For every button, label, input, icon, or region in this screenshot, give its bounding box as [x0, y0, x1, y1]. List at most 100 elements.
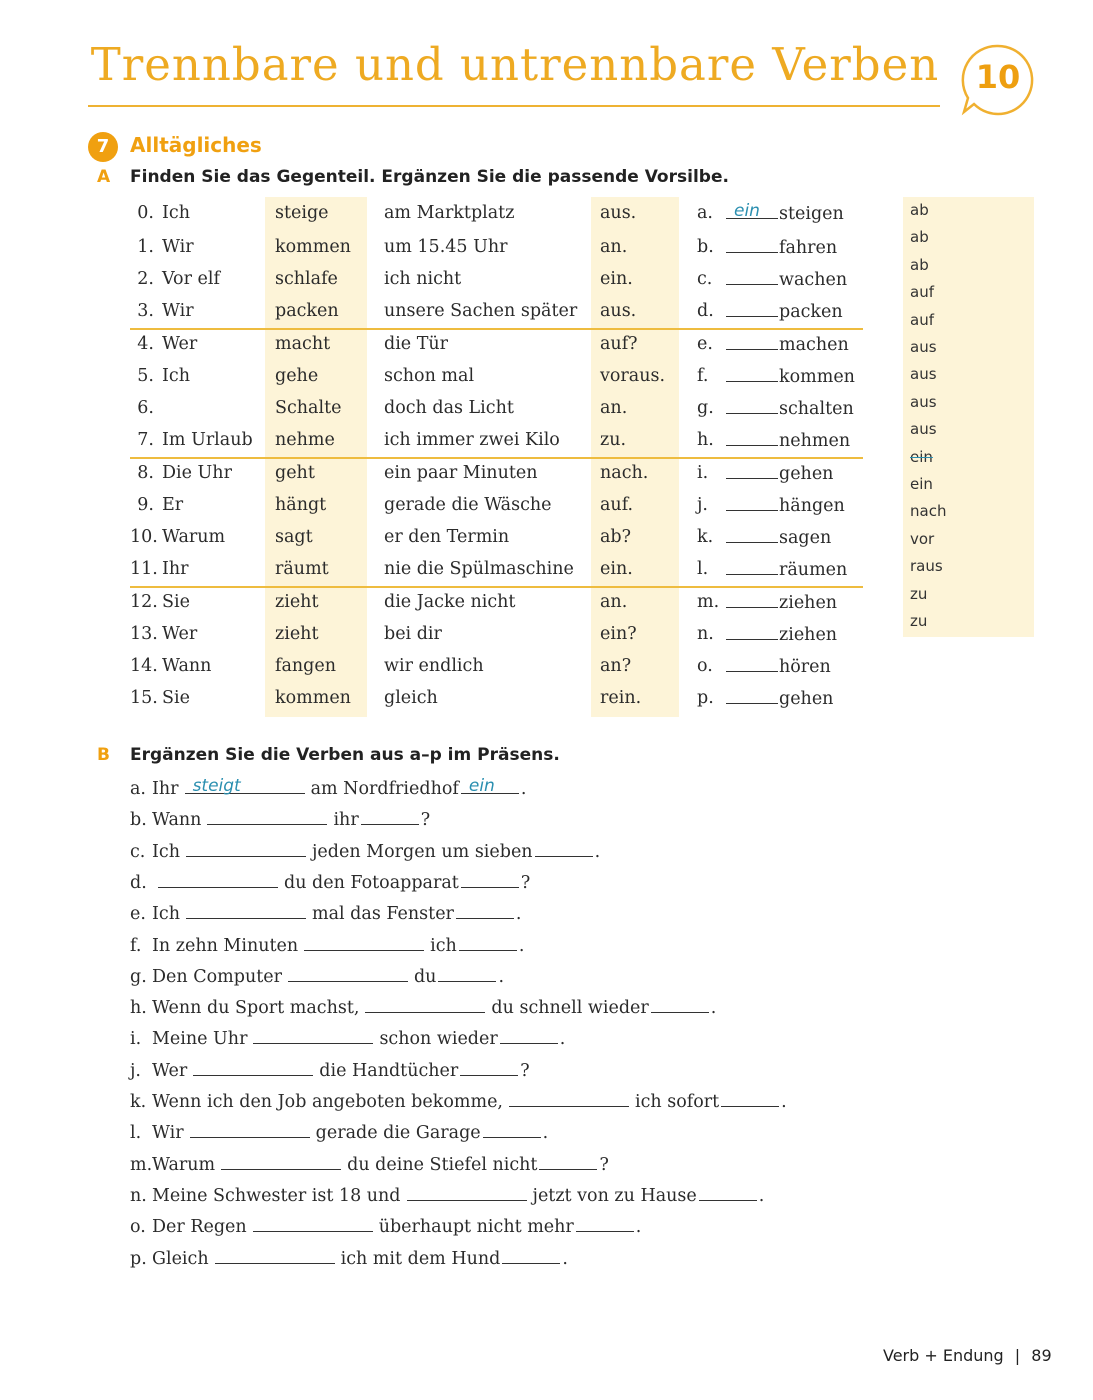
- sentence-letter: n.: [130, 1185, 147, 1206]
- prefix-blank[interactable]: ein: [460, 776, 519, 796]
- row-letter: j.: [697, 495, 708, 515]
- word-bank-item: aus: [910, 365, 937, 384]
- handwritten-answer: ein: [734, 201, 760, 221]
- word-bank-item: ab: [910, 228, 929, 247]
- prefix-blank[interactable]: [726, 495, 778, 511]
- verb-blank[interactable]: [186, 842, 306, 857]
- prefix-blank[interactable]: [438, 967, 497, 982]
- row-letter: e.: [697, 334, 713, 354]
- row-verb: geht: [275, 463, 315, 483]
- verb-blank[interactable]: [365, 998, 486, 1014]
- row-phrase: doch das Licht: [384, 398, 514, 418]
- prefix-blank[interactable]: [726, 463, 778, 479]
- row-verb: zieht: [275, 592, 319, 612]
- sentence-letter: i.: [130, 1029, 142, 1050]
- prefix-blank[interactable]: [539, 1155, 598, 1170]
- row-letter: c.: [697, 269, 713, 289]
- sentence-letter: c.: [130, 841, 146, 862]
- word-bank-item: zu: [910, 584, 928, 603]
- prefix-blank[interactable]: [726, 237, 778, 253]
- row-prefix: aus.: [600, 203, 637, 223]
- word-bank-item: ab: [910, 255, 929, 274]
- verb-blank[interactable]: [304, 936, 425, 951]
- sentence-text: überhaupt nicht mehr: [378, 1217, 574, 1238]
- verb-blank[interactable]: [189, 1123, 310, 1139]
- sentence-text: In zehn Minuten: [152, 935, 299, 956]
- verb-blank[interactable]: [207, 810, 328, 826]
- prefix-blank[interactable]: [460, 1061, 519, 1076]
- row-letter: i.: [697, 463, 709, 483]
- prefix-blank[interactable]: [726, 688, 778, 704]
- verb-stem: kommen: [779, 367, 855, 387]
- prefix-blank[interactable]: [721, 1092, 780, 1107]
- word-bank-item: auf: [910, 310, 934, 329]
- prefix-blank[interactable]: [726, 527, 778, 543]
- verb-stem: gehen: [779, 464, 834, 484]
- row-number: 9.: [137, 495, 154, 515]
- sentence-letter: k.: [130, 1092, 147, 1112]
- row-number: 13.: [130, 624, 158, 644]
- prefix-blank[interactable]: [726, 624, 778, 640]
- row-letter: k.: [697, 527, 714, 547]
- prefix-blank[interactable]: [499, 1029, 558, 1045]
- prefix-blank[interactable]: [726, 366, 778, 382]
- prefix-blank[interactable]: [534, 842, 593, 857]
- prefix-blank[interactable]: [726, 301, 778, 317]
- prefix-blank[interactable]: [698, 1186, 757, 1201]
- prefix-blank[interactable]: [460, 873, 519, 888]
- sentence-text: .: [635, 1217, 642, 1238]
- verb-blank[interactable]: [287, 967, 408, 982]
- part-a-instruction: Finden Sie das Gegenteil. Ergänzen Sie d…: [130, 167, 729, 187]
- prefix-blank[interactable]: [726, 656, 778, 672]
- prefix-blank[interactable]: [482, 1123, 541, 1139]
- verb-blank[interactable]: [253, 1029, 374, 1045]
- prefix-blank[interactable]: [650, 998, 709, 1014]
- prefix-blank[interactable]: [502, 1249, 561, 1264]
- chapter-badge: 10: [960, 42, 1036, 118]
- verb-blank[interactable]: [193, 1061, 314, 1076]
- prefix-blank[interactable]: [726, 559, 778, 575]
- sentence-text: Der Regen: [152, 1217, 247, 1238]
- prefix-blank[interactable]: [360, 810, 419, 826]
- row-phrase: gerade die Wäsche: [384, 495, 552, 515]
- prefix-blank[interactable]: [726, 592, 778, 608]
- row-subject: Ich: [162, 366, 190, 386]
- verb-blank[interactable]: [158, 873, 278, 888]
- sentence-text: .: [562, 1248, 568, 1269]
- verb-blank[interactable]: steigt: [184, 776, 305, 796]
- sentence-text: Wenn du Sport machst,: [152, 998, 360, 1019]
- verb-blank[interactable]: [186, 904, 306, 920]
- opposite-verb: ziehen: [726, 624, 837, 645]
- sentence-letter: a.: [130, 779, 146, 799]
- prefix-blank[interactable]: [455, 904, 514, 920]
- row-prefix: ab?: [600, 527, 632, 547]
- prefix-blank[interactable]: [458, 936, 517, 951]
- sentence-text: Meine Uhr: [152, 1029, 248, 1050]
- prefix-blank[interactable]: ein: [726, 201, 778, 221]
- row-phrase: ein paar Minuten: [384, 463, 538, 483]
- verb-blank[interactable]: [221, 1155, 342, 1170]
- row-number: 15.: [130, 688, 158, 708]
- word-bank-item: auf: [910, 283, 934, 302]
- verb-blank[interactable]: [252, 1217, 373, 1233]
- word-bank-item: ein: [910, 447, 933, 466]
- word-bank-item: raus: [910, 557, 943, 576]
- prefix-blank[interactable]: [575, 1217, 634, 1233]
- verb-blank[interactable]: [214, 1249, 335, 1264]
- sentence-letter: b.: [130, 810, 147, 831]
- prefix-blank[interactable]: [726, 398, 778, 414]
- prefix-blank[interactable]: [726, 430, 778, 446]
- verb-stem: schalten: [779, 399, 854, 419]
- row-phrase: ich nicht: [384, 269, 462, 289]
- prefix-blank[interactable]: [726, 334, 778, 350]
- row-letter: b.: [697, 237, 714, 257]
- prefix-blank[interactable]: [726, 269, 778, 285]
- opposite-verb: machen: [726, 334, 849, 355]
- verb-blank[interactable]: [406, 1186, 527, 1201]
- verb-blank[interactable]: [509, 1092, 629, 1107]
- row-phrase: die Tür: [384, 334, 449, 354]
